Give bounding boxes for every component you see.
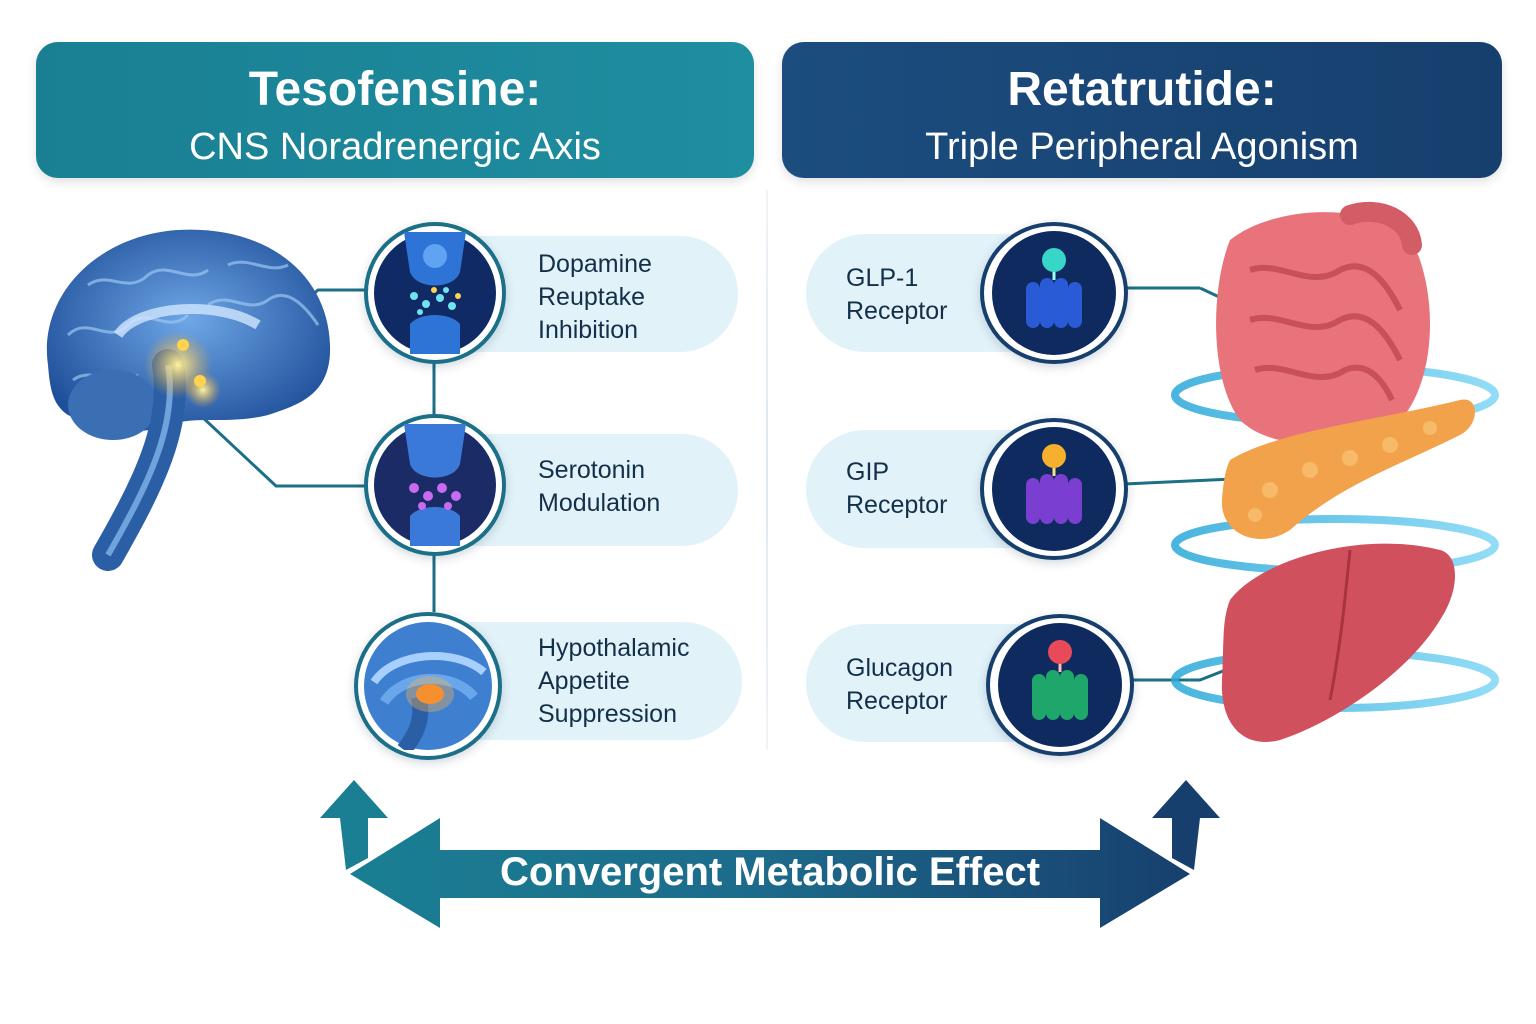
serotonin-line2: Modulation: [538, 489, 661, 517]
glucagon-label: Glucagon Receptor: [846, 652, 953, 718]
dopamine-line3: Inhibition: [538, 316, 639, 344]
serotonin-line1: Serotonin: [538, 456, 646, 484]
glucagon-line2: Receptor: [846, 687, 948, 715]
synapse-serotonin-icon: [364, 414, 506, 556]
tesofensine-header: Tesofensine: CNS Noradrenergic Axis: [36, 42, 754, 178]
convergent-arrow: [320, 780, 1220, 928]
gip-line2: Receptor: [846, 491, 948, 519]
dopamine-line1: Dopamine: [538, 250, 652, 278]
tesofensine-subtitle: CNS Noradrenergic Axis: [189, 126, 601, 168]
retatrutide-header: Retatrutide: Triple Peripheral Agonism: [782, 42, 1502, 178]
synapse-dopamine-icon: [364, 222, 506, 364]
glucagon-receptor-icon: [986, 614, 1134, 756]
hypothalamic-line3: Suppression: [538, 700, 677, 728]
glucagon-line1: Glucagon: [846, 654, 954, 682]
gip-label: GIP Receptor: [846, 456, 947, 522]
hypothalamus-icon: [354, 612, 502, 760]
dopamine-label: Dopamine Reuptake Inhibition: [538, 248, 652, 347]
liver-icon: [1221, 543, 1455, 742]
hypothalamic-label: Hypothalamic Appetite Suppression: [538, 632, 689, 731]
retatrutide-title: Retatrutide:: [1007, 63, 1277, 116]
serotonin-label: Serotonin Modulation: [538, 454, 660, 520]
hypothalamic-line1: Hypothalamic: [538, 634, 690, 662]
gip-line1: GIP: [846, 458, 890, 486]
brain-icon: [46, 229, 331, 571]
retatrutide-subtitle: Triple Peripheral Agonism: [925, 126, 1359, 168]
organ-stack: [1171, 201, 1499, 742]
dopamine-line2: Reuptake: [538, 283, 646, 311]
tesofensine-title: Tesofensine:: [248, 63, 542, 116]
gip-receptor-icon: [980, 418, 1128, 560]
glp1-line2: Receptor: [846, 297, 948, 325]
intestine-icon: [1216, 201, 1430, 444]
glp1-line1: GLP-1: [846, 264, 919, 292]
convergent-effect-label: Convergent Metabolic Effect: [499, 850, 1041, 894]
center-divider: [766, 190, 768, 750]
glp1-label: GLP-1 Receptor: [846, 262, 947, 328]
glp1-receptor-icon: [980, 222, 1128, 364]
hypothalamic-line2: Appetite: [538, 667, 630, 695]
pancreas-icon: [1221, 399, 1475, 539]
